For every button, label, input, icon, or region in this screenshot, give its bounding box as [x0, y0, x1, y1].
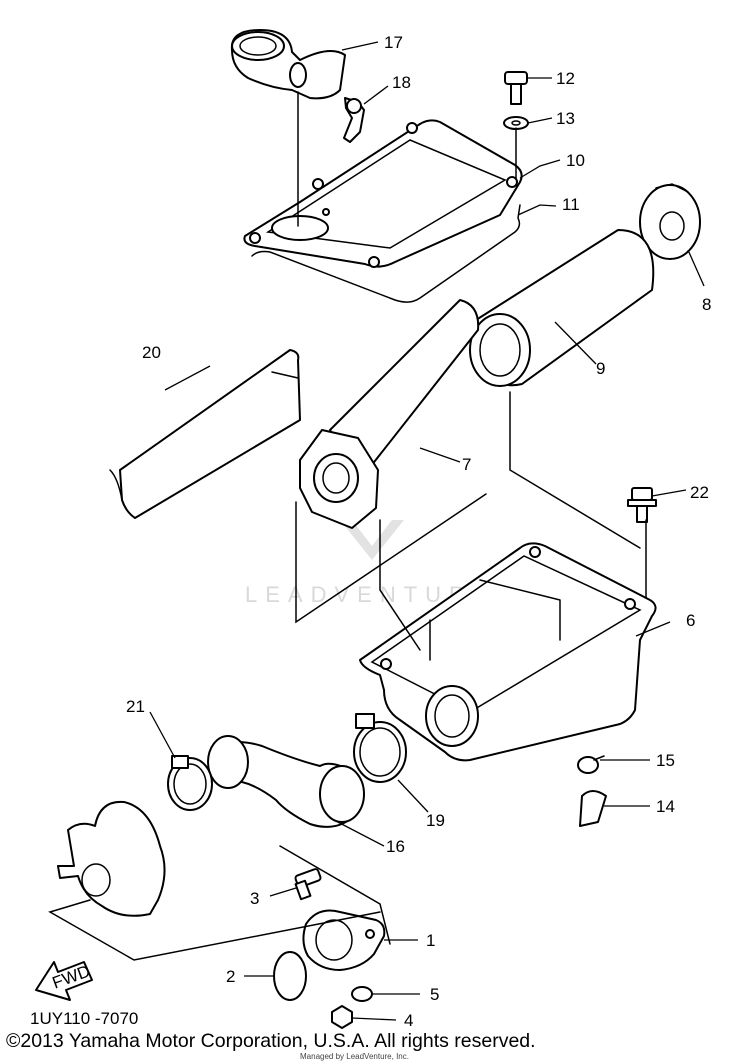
label-21: 21 — [126, 697, 145, 716]
label-22: 22 — [690, 483, 709, 502]
managed-by-notice: Managed by LeadVenture, Inc. — [300, 1052, 409, 1061]
label-6: 6 — [686, 611, 695, 630]
label-3: 3 — [250, 889, 259, 908]
label-1: 1 — [426, 931, 435, 950]
part-3-bolt — [294, 868, 322, 901]
label-9: 9 — [596, 359, 605, 378]
part-17-intake-duct — [230, 29, 346, 100]
part-labels: 17 18 12 13 10 11 8 9 7 20 22 6 15 14 21… — [30, 33, 711, 1030]
part-8-end-cap — [639, 183, 701, 260]
part-10-air-box-cover — [243, 119, 523, 268]
label-14: 14 — [656, 797, 675, 816]
label-19: 19 — [426, 811, 445, 830]
label-11: 11 — [562, 195, 580, 214]
label-10: 10 — [566, 151, 585, 170]
part-21-clamp — [167, 755, 213, 811]
part-22-bolt — [627, 487, 657, 523]
label-15: 15 — [656, 751, 675, 770]
label-4: 4 — [404, 1011, 413, 1030]
label-20: 20 — [142, 343, 161, 362]
part-12-bolt — [504, 71, 528, 105]
label-5: 5 — [430, 985, 439, 1004]
part-7-filter-guide — [299, 299, 480, 529]
part-5-washer — [351, 986, 373, 1002]
label-2: 2 — [226, 967, 235, 986]
label-7: 7 — [462, 455, 471, 474]
label-16: 16 — [386, 837, 405, 856]
part-16-joint-hose — [207, 735, 365, 828]
part-1-carb-joint — [302, 909, 386, 971]
part-20-screen — [109, 349, 301, 519]
part-18-hose-fitting — [343, 97, 365, 143]
part-4-nut — [331, 1005, 353, 1029]
part-15-clamp — [577, 755, 605, 774]
part-19-clamp — [353, 713, 407, 783]
leader-lines — [149, 41, 705, 1021]
diagram-code: 1UY110 -7070 — [30, 1009, 138, 1028]
part-13-washer — [503, 116, 529, 130]
label-8: 8 — [702, 295, 711, 314]
carburetor-outline — [57, 800, 166, 917]
part-9-air-filter — [469, 229, 655, 387]
label-17: 17 — [384, 33, 403, 52]
label-12: 12 — [556, 69, 575, 88]
part-14-drain — [579, 790, 607, 827]
fwd-arrow: FWD — [35, 961, 93, 1001]
part-11-gasket — [251, 204, 521, 303]
copyright-notice: ©2013 Yamaha Motor Corporation, U.S.A. A… — [6, 1030, 536, 1052]
label-13: 13 — [556, 109, 575, 128]
label-18: 18 — [392, 73, 411, 92]
part-6-air-box-case — [359, 542, 657, 762]
guide-lines — [48, 91, 647, 961]
part-2-o-ring — [273, 951, 307, 1001]
